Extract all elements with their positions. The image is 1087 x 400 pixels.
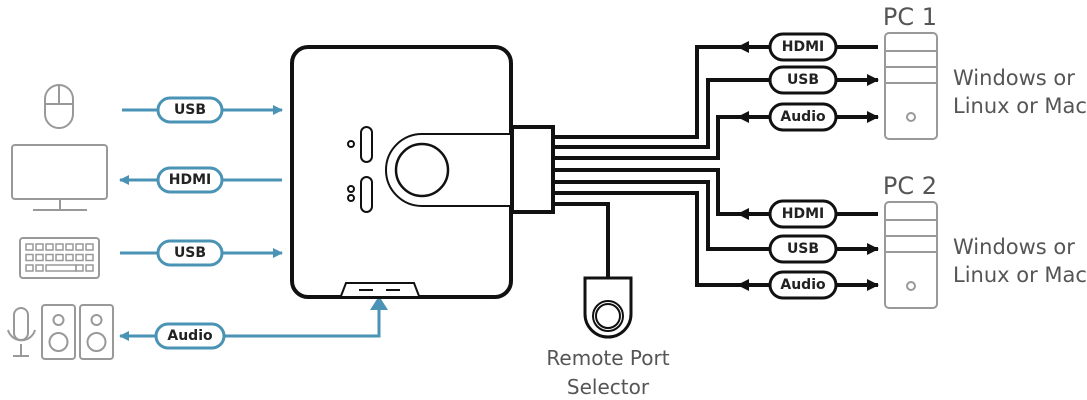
kvm-switch (290, 45, 555, 299)
cable-label: USB (787, 72, 819, 88)
pc-cable-usb: USB (768, 234, 879, 264)
cable-label: Audio (780, 109, 826, 125)
pc-2: PC 2 Windows or Linux or Mac HDMI USB Audio (737, 172, 1087, 309)
cable-label: HDMI (169, 172, 211, 188)
pc-cable-hdmi: HDMI (737, 199, 878, 229)
cable-label: USB (174, 245, 206, 261)
computer-tower-icon (884, 32, 938, 140)
pc-cable-hdmi: HDMI (737, 32, 878, 62)
os-line1: Windows or (953, 66, 1075, 90)
pc-title: PC 1 (883, 3, 937, 31)
led-2-icon (347, 185, 355, 193)
cable-connector (510, 125, 555, 214)
monitor-icon (11, 144, 108, 211)
cable-label: HDMI (782, 39, 824, 55)
computer-tower-icon (884, 201, 938, 309)
os-line2: Linux or Mac (953, 263, 1087, 287)
os-line1: Windows or (953, 235, 1075, 259)
port-button-2[interactable] (360, 176, 373, 213)
led-1-icon (347, 140, 355, 148)
local-cable-hdmi-monitor: HDMI (119, 166, 282, 194)
local-cable-usb-keyboard: USB (120, 239, 283, 267)
remote-port-selector[interactable] (583, 276, 633, 339)
audio-port (340, 282, 420, 297)
cable-label: Audio (780, 277, 826, 293)
pc-cable-usb: USB (768, 65, 879, 95)
local-cable-audio: Audio (119, 296, 388, 350)
pc-title: PC 2 (883, 172, 937, 200)
microphone-speakers-icon (7, 304, 114, 360)
remote-label-line1: Remote Port (546, 346, 669, 370)
cable-label: USB (174, 102, 206, 118)
port-button-1[interactable] (360, 126, 373, 163)
os-line2: Linux or Mac (953, 94, 1087, 118)
keyboard-icon (19, 237, 100, 279)
remote-label-line2: Selector (567, 375, 650, 399)
local-cable-usb-mouse: USB (122, 96, 283, 124)
pc-cable-audio: Audio (737, 270, 879, 300)
switch-knob[interactable] (394, 142, 450, 198)
mouse-icon (44, 84, 74, 129)
pc-1: PC 1 Windows or Linux or Mac HDMI USB Audio (737, 3, 1087, 140)
cable-label: USB (787, 241, 819, 257)
kvm-cable-bundle (553, 45, 770, 287)
cable-label: HDMI (782, 206, 824, 222)
pc-cable-audio: Audio (737, 102, 879, 132)
cable-label: Audio (167, 328, 213, 344)
